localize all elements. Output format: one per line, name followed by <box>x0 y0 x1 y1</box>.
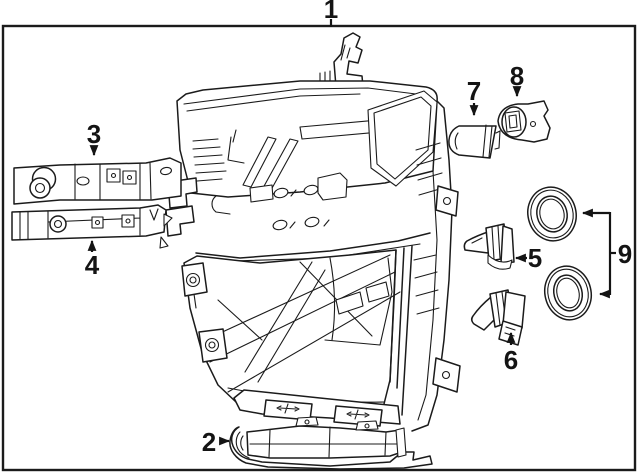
part-lower-side-bracket <box>11 204 173 241</box>
callout-6: 6 <box>504 331 518 375</box>
callout-5-label: 5 <box>528 243 542 273</box>
callout-9: 9 <box>581 208 632 299</box>
callout-6-label: 6 <box>504 345 518 375</box>
callout-4-label: 4 <box>85 250 100 280</box>
part-lower-bracket <box>229 416 433 470</box>
callout-9-label: 9 <box>618 239 632 269</box>
part-halogen-bulb-lower <box>470 289 526 346</box>
callout-2-label: 2 <box>202 427 216 457</box>
callout-8-label: 8 <box>510 61 524 91</box>
callout-8: 8 <box>510 61 524 98</box>
callout-4: 4 <box>85 239 100 280</box>
callout-7: 7 <box>467 76 481 117</box>
part-seal-ring-upper <box>527 186 577 242</box>
part-wedge-bulb <box>448 124 501 159</box>
assembly-boundary-frame <box>1 24 637 472</box>
part-upper-side-bracket <box>13 157 182 205</box>
part-halogen-bulb-upper <box>463 223 515 270</box>
part-seal-ring-lower <box>543 265 593 321</box>
part-bulb-socket <box>497 100 551 143</box>
callout-5: 5 <box>514 243 542 273</box>
callout-7-label: 7 <box>467 76 481 106</box>
callout-3: 3 <box>87 119 101 157</box>
callout-1: 1 <box>324 0 338 27</box>
callout-3-label: 3 <box>87 119 101 149</box>
callout-1-label: 1 <box>324 0 338 24</box>
part-headlamp-housing <box>159 32 461 432</box>
callout-2: 2 <box>202 427 231 457</box>
